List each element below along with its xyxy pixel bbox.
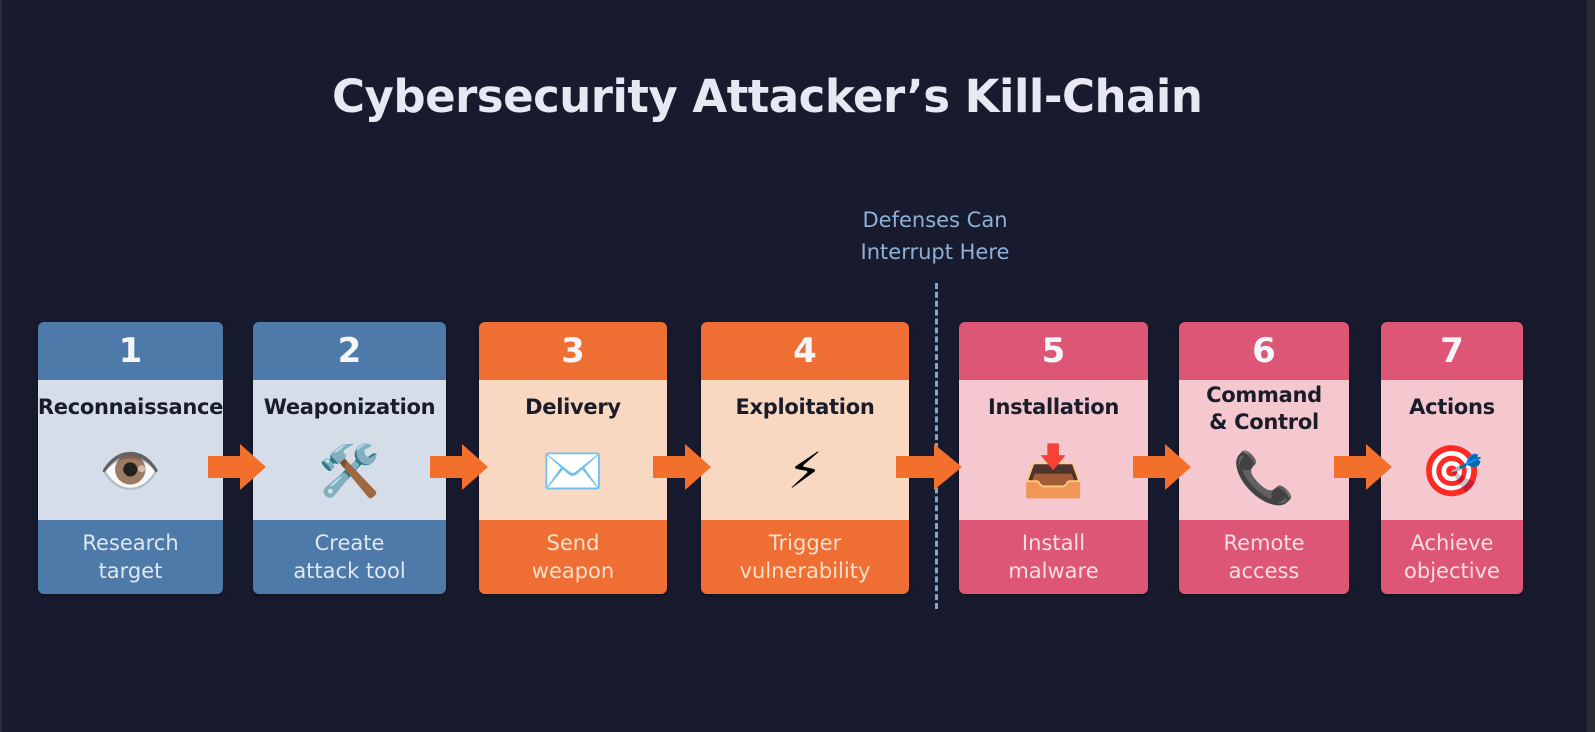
phone-icon: 📞 xyxy=(1232,449,1296,507)
stage-card-delivery: 3 Delivery ✉️ Send weapon xyxy=(479,322,667,594)
stage-description-line1: Create xyxy=(314,531,385,555)
stage-description: Achieve objective xyxy=(1381,520,1523,594)
stage-card-exploitation: 4 Exploitation ⚡ Trigger vulnerability xyxy=(701,322,909,594)
stage-description-line2: malware xyxy=(1008,559,1099,583)
stage-description-line2: target xyxy=(98,559,163,583)
defense-label-line1: Defenses Can xyxy=(862,208,1008,232)
envelope-icon: ✉️ xyxy=(541,441,605,500)
stage-name: Exploitation xyxy=(735,395,875,419)
defense-divider-line xyxy=(935,283,938,609)
stage-card-weaponization: 2 Weaponization 🛠️ Create attack tool xyxy=(253,322,446,594)
lightning-icon: ⚡ xyxy=(787,441,823,500)
tools-icon: 🛠️ xyxy=(318,441,381,500)
stage-name: Weaponization xyxy=(263,395,436,419)
stage-name: Installation xyxy=(987,395,1120,419)
stage-description-line2: vulnerability xyxy=(739,559,871,583)
stage-description: Trigger vulnerability xyxy=(701,520,909,594)
stage-name: Reconnaissance xyxy=(38,395,223,419)
stage-name: Delivery xyxy=(525,395,621,419)
stage-name-line1: Command xyxy=(1206,383,1322,407)
arrow-icon-6-to-7 xyxy=(1334,444,1392,490)
stage-name-line2: & Control xyxy=(1209,410,1319,434)
stage-description-line1: Achieve xyxy=(1410,531,1494,555)
stage-name: Command & Control xyxy=(1206,382,1322,436)
stage-description-line1: Remote xyxy=(1223,531,1305,555)
stage-number: 5 xyxy=(959,322,1148,380)
stage-description-line2: attack tool xyxy=(293,559,406,583)
eye-icon: 👁️ xyxy=(99,441,162,500)
stage-number: 3 xyxy=(479,322,667,380)
arrow-icon-5-to-6 xyxy=(1133,444,1191,490)
stage-card-actions: 7 Actions 🎯 Achieve objective xyxy=(1381,322,1523,594)
arrow-icon-1-to-2 xyxy=(208,444,266,490)
stage-description: Install malware xyxy=(959,520,1148,594)
stage-description-line2: weapon xyxy=(531,559,615,583)
stage-number: 7 xyxy=(1381,322,1523,380)
stage-description-line1: Trigger xyxy=(768,531,842,555)
stage-card-reconnaissance: 1 Reconnaissance 👁️ Research target xyxy=(38,322,223,594)
stage-description: Create attack tool xyxy=(253,520,446,594)
right-edge xyxy=(1587,0,1595,732)
stage-number: 4 xyxy=(701,322,909,380)
stage-description-line1: Research xyxy=(82,531,179,555)
stage-number: 2 xyxy=(253,322,446,380)
left-edge xyxy=(0,0,2,732)
stage-card-command-and-control: 6 Command & Control 📞 Remote access xyxy=(1179,322,1349,594)
stage-description: Send weapon xyxy=(479,520,667,594)
stage-number: 6 xyxy=(1179,322,1349,380)
defense-label: Defenses Can Interrupt Here xyxy=(835,204,1035,268)
stage-card-installation: 5 Installation 📥 Install malware xyxy=(959,322,1148,594)
stage-description: Research target xyxy=(38,520,223,594)
arrow-icon-4-to-5 xyxy=(896,444,962,490)
stage-description: Remote access xyxy=(1179,520,1349,594)
stage-description-line1: Send xyxy=(546,531,600,555)
stage-description-line1: Install xyxy=(1021,531,1086,555)
defense-label-line2: Interrupt Here xyxy=(860,240,1010,264)
arrow-icon-3-to-4 xyxy=(653,444,711,490)
stage-description-line2: objective xyxy=(1404,559,1500,583)
stage-name: Actions xyxy=(1409,395,1495,419)
target-icon: 🎯 xyxy=(1420,441,1484,500)
stage-number: 1 xyxy=(38,322,223,380)
diagram-title: Cybersecurity Attacker’s Kill-Chain xyxy=(332,70,1203,123)
arrow-icon-2-to-3 xyxy=(430,444,488,490)
stage-description-line2: access xyxy=(1228,559,1300,583)
install-download-icon: 📥 xyxy=(1022,441,1085,500)
